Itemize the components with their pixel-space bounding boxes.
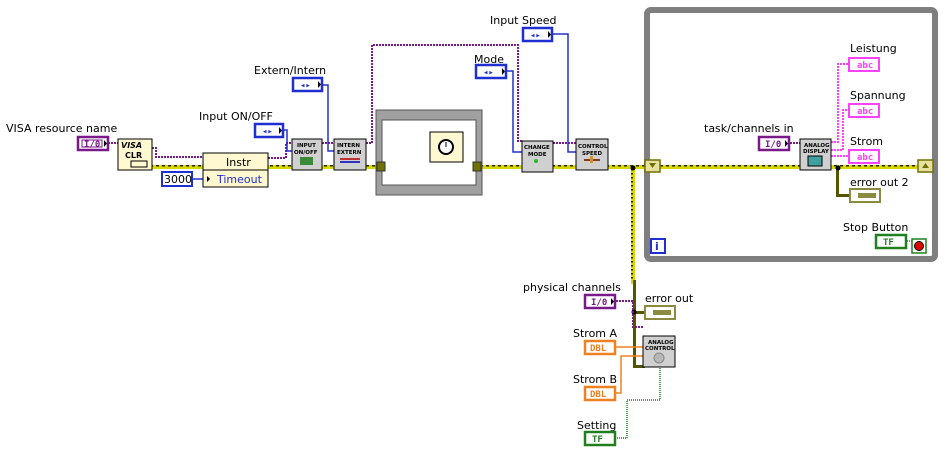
change-mode-subvi[interactable]: CHANGE MODE <box>521 140 554 173</box>
error-out-2-indicator[interactable] <box>849 188 881 203</box>
visa-resource-terminal[interactable]: I/0 <box>76 135 110 152</box>
label-strom: Strom <box>850 135 883 148</box>
svg-text:Timeout: Timeout <box>216 173 263 186</box>
svg-text:INTERN: INTERN <box>337 143 360 149</box>
extern-intern-control[interactable]: ◂▸ <box>291 76 324 93</box>
svg-text:DISPLAY: DISPLAY <box>803 149 830 155</box>
numeric-wire[interactable] <box>192 33 576 180</box>
visa-property-node[interactable]: Instr Timeout <box>202 152 269 188</box>
label-task-channels-in: task/channels in <box>704 122 794 135</box>
label-leistung: Leistung <box>850 42 897 55</box>
strom-indicator[interactable]: abc <box>848 149 880 164</box>
svg-text:◂▸: ◂▸ <box>483 68 494 78</box>
label-strom-a: Strom A <box>573 327 618 340</box>
timeout-constant[interactable]: 3000 <box>161 171 193 187</box>
visa-clear-node[interactable]: VISA CLR <box>117 138 153 171</box>
flat-sequence-structure[interactable] <box>375 109 483 196</box>
label-input-on-off: Input ON/OFF <box>199 110 273 123</box>
shift-register-left[interactable] <box>644 159 661 173</box>
label-mode: Mode <box>474 53 504 66</box>
setting-control[interactable]: TF <box>583 430 617 447</box>
label-spannung: Spannung <box>850 89 906 102</box>
label-error-out: error out <box>645 292 694 305</box>
analog-control-subvi[interactable]: ANALOG CONTROL <box>642 335 676 368</box>
stop-button-control[interactable]: TF <box>874 233 908 250</box>
svg-text:CHANGE: CHANGE <box>524 145 550 151</box>
leistung-indicator[interactable]: abc <box>848 57 880 72</box>
svg-text:VISA: VISA <box>121 141 142 150</box>
dbl-wire[interactable] <box>616 346 643 394</box>
strom-b-control[interactable]: DBL <box>583 385 617 402</box>
wait-ms-node[interactable] <box>429 131 464 163</box>
input-speed-control[interactable]: ◂▸ <box>521 26 554 43</box>
svg-text:CONTROL: CONTROL <box>578 144 608 150</box>
svg-text:◂▸: ◂▸ <box>262 127 273 137</box>
svg-text:EXTERN: EXTERN <box>337 150 362 156</box>
svg-text:TF: TF <box>592 435 603 445</box>
label-extern-intern: Extern/Intern <box>254 64 326 77</box>
svg-text:I/0: I/0 <box>765 140 781 150</box>
wire-junction <box>630 165 636 171</box>
svg-text:◂▸: ◂▸ <box>300 81 311 91</box>
svg-text:abc: abc <box>857 61 873 71</box>
svg-text:SPEED: SPEED <box>582 151 603 157</box>
strom-a-control[interactable]: DBL <box>583 339 617 356</box>
svg-text:TF: TF <box>883 238 894 248</box>
input-on-off-subvi[interactable]: INPUT ON/OFF <box>291 138 323 171</box>
analog-display-subvi[interactable]: ANALOG DISPLAY <box>799 138 832 171</box>
while-loop[interactable] <box>644 7 938 262</box>
svg-text:abc: abc <box>857 153 873 163</box>
loop-condition-terminal[interactable] <box>911 238 927 254</box>
svg-text:Instr: Instr <box>226 156 251 169</box>
svg-text:CONTROL: CONTROL <box>645 346 675 352</box>
physical-channels-terminal[interactable]: I/0 <box>583 293 617 310</box>
svg-text:ANALOG: ANALOG <box>648 340 674 346</box>
control-speed-subvi[interactable]: CONTROL SPEED <box>575 138 609 171</box>
svg-text:◂▸: ◂▸ <box>530 31 541 41</box>
label-stop-button: Stop Button <box>843 221 908 234</box>
bool-wire[interactable] <box>615 240 912 439</box>
svg-text:DBL: DBL <box>590 344 607 354</box>
svg-text:abc: abc <box>857 107 873 117</box>
task-channels-in-terminal[interactable]: I/0 <box>757 135 791 152</box>
error-out-indicator[interactable] <box>644 305 676 320</box>
input-on-off-control[interactable]: ◂▸ <box>253 122 285 139</box>
label-strom-b: Strom B <box>573 373 617 386</box>
loop-iteration-terminal: i <box>650 238 666 254</box>
svg-text:DBL: DBL <box>590 390 607 400</box>
string-wire[interactable] <box>831 63 849 157</box>
svg-text:i: i <box>655 240 659 253</box>
error-wire[interactable] <box>152 165 928 368</box>
label-input-speed: Input Speed <box>490 14 556 27</box>
spannung-indicator[interactable]: abc <box>848 103 880 118</box>
svg-text:INPUT: INPUT <box>297 143 316 149</box>
label-visa-resource-name: VISA resource name <box>6 122 117 135</box>
svg-text:I/0: I/0 <box>591 298 607 308</box>
visa-wire[interactable] <box>108 44 800 328</box>
svg-text:I/0: I/0 <box>84 140 100 150</box>
label-error-out-2: error out 2 <box>850 176 909 189</box>
mode-control[interactable]: ◂▸ <box>474 63 508 80</box>
shift-register-right[interactable] <box>917 159 934 173</box>
svg-text:ON/OFF: ON/OFF <box>294 150 318 156</box>
svg-text:ANALOG: ANALOG <box>804 143 830 149</box>
svg-text:3000: 3000 <box>164 173 192 186</box>
intern-extern-subvi[interactable]: INTERN EXTERN <box>333 138 367 171</box>
label-physical-channels: physical channels <box>523 281 621 294</box>
svg-text:MODE: MODE <box>528 152 547 158</box>
svg-text:CLR: CLR <box>125 151 142 160</box>
label-setting: Setting <box>577 419 616 432</box>
wire-junction <box>835 165 841 171</box>
